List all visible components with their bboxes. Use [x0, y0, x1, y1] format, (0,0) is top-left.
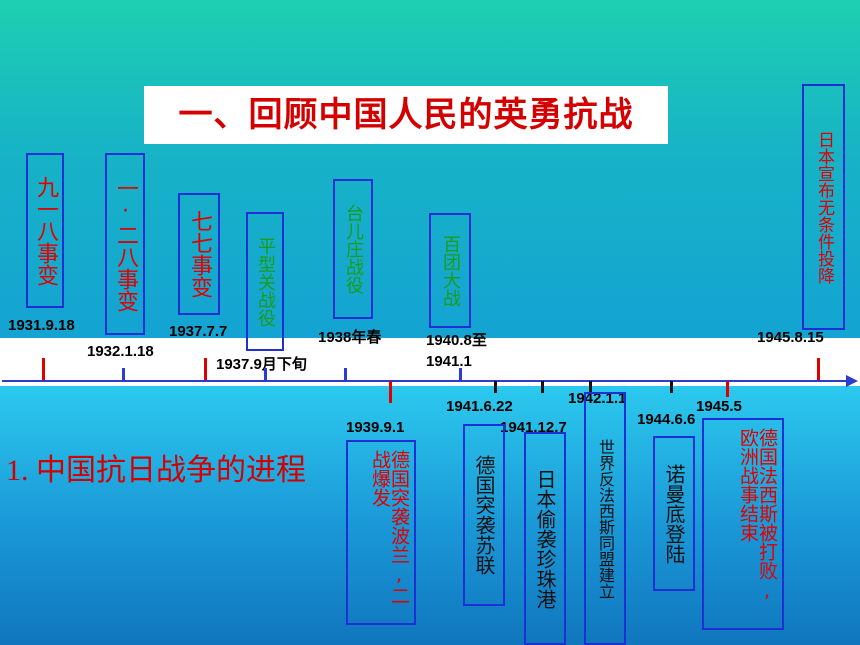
tick-mark [726, 381, 729, 397]
tick-mark [389, 381, 392, 403]
event-box-taierzhuang: 台儿庄战役 [333, 179, 373, 319]
timeline-band [0, 338, 860, 386]
date-label: 1937.9月下旬 [216, 356, 307, 373]
tick-mark [817, 358, 820, 380]
date-label: 1942.1.1 [568, 390, 627, 407]
event-box-baituan: 百团大战 [429, 213, 471, 328]
timeline-arrow-icon [846, 375, 858, 387]
event-box-yierba: 一·二八事变 [105, 153, 145, 335]
date-label: 1944.6.6 [637, 411, 696, 428]
date-label: 1932.1.18 [87, 343, 154, 360]
date-label: 1941.6.22 [446, 398, 513, 415]
date-label: 1931.9.18 [8, 317, 75, 334]
event-box-jiuyiba: 九一八事变 [26, 153, 64, 308]
date-label: 1940.8至1941.1 [426, 332, 487, 370]
date-label: 1945.5 [696, 398, 742, 415]
background-bottom [0, 386, 860, 645]
tick-mark [494, 381, 497, 393]
tick-mark [589, 381, 592, 393]
event-box-qiqi: 七七事变 [178, 193, 220, 315]
event-box-pearl-harbor: 日本偷袭珍珠港 [524, 432, 566, 645]
tick-mark [42, 358, 45, 380]
slide-title: 一、回顾中国人民的英勇抗战 [144, 86, 668, 144]
event-box-pingxingguan: 平型关战役 [246, 212, 284, 351]
event-box-germany-soviet: 德国突袭苏联 [463, 424, 505, 606]
date-label: 1937.7.7 [169, 323, 228, 340]
tick-mark [204, 358, 207, 380]
date-label: 1945.8.15 [757, 329, 824, 346]
section-heading: 1. 中国抗日战争的进程 [6, 454, 306, 487]
event-box-japan-surrender: 日本宣布无条件投降 [802, 84, 845, 330]
tick-mark [264, 368, 267, 380]
date-label: 1941.12.7 [500, 419, 567, 436]
tick-mark [541, 381, 544, 393]
tick-mark [670, 381, 673, 393]
timeline-axis [2, 380, 848, 382]
tick-mark [122, 368, 125, 380]
event-box-europe-war-end: 德国法西斯被打败,欧洲战事结束 [702, 418, 784, 630]
tick-mark [344, 368, 347, 380]
event-box-germany-poland: 德国突袭波兰,二战爆发 [346, 440, 416, 625]
date-label: 1938年春 [318, 329, 382, 346]
event-box-allied-alliance: 世界反法西斯同盟建立 [584, 392, 626, 645]
event-box-normandy: 诺曼底登陆 [653, 436, 695, 591]
tick-mark [459, 368, 462, 380]
date-label: 1939.9.1 [346, 419, 405, 436]
